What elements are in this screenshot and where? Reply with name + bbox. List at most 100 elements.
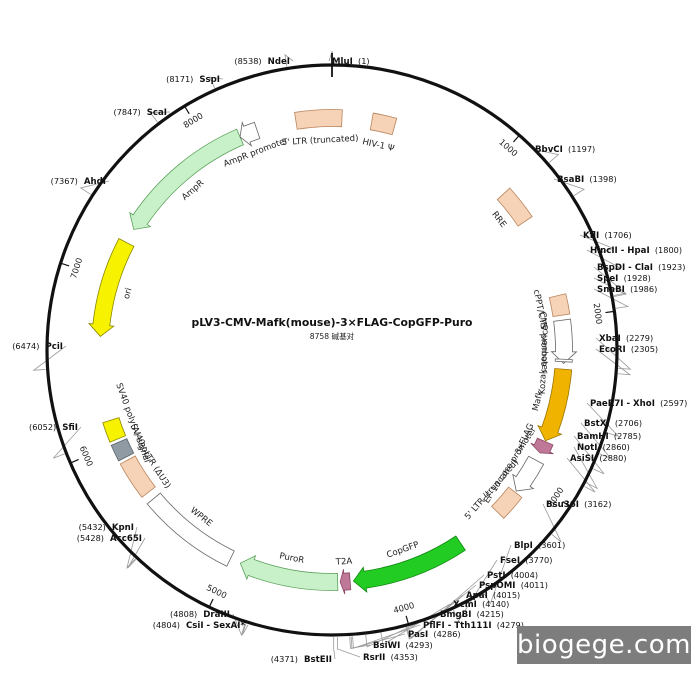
site-xbai: XbaI (2279) <box>599 333 653 344</box>
site-ndei: (8538) NdeI <box>234 56 290 67</box>
feature-cppt-cts <box>548 293 571 317</box>
site-leader <box>209 76 224 89</box>
site-position: (6474) <box>12 341 39 351</box>
site-position: (5432) <box>79 522 106 532</box>
site-name: CsiI - SexAI* <box>180 621 246 631</box>
site-position: (1197) <box>563 144 595 154</box>
site-name: BsiWI <box>373 641 400 651</box>
feature-ef-1-core-promoter <box>512 455 545 492</box>
site-position: (2305) <box>626 344 658 354</box>
site-paer7i-xhoi: PaeR7I - XhoI (2597) <box>590 398 687 409</box>
site-name: PasI <box>408 630 428 640</box>
site-name: PaeR7I - XhoI <box>590 399 655 409</box>
feature-label-rre: RRE <box>489 210 508 230</box>
site-sfii: (6052) SfiI <box>29 422 78 433</box>
site-bamhi: BamHI (2785) <box>577 431 641 442</box>
feature-hiv-1 <box>369 112 398 136</box>
features: 5' LTR (truncated)HIV-1 ΨRREcPPT/CTSCMV … <box>87 109 578 595</box>
plasmid-size: 8758 碱基对 <box>310 331 355 341</box>
feature-wpre <box>146 492 235 567</box>
site-leader <box>350 633 406 649</box>
feature-ampr-promoter <box>239 121 261 148</box>
site-position: (4140) <box>477 599 509 609</box>
site-position: (4293) <box>400 640 432 650</box>
site-position: (1398) <box>584 174 616 184</box>
site-bmgbi: BmgBI (4215) <box>440 609 504 620</box>
site-leader <box>593 266 627 296</box>
site-fsei: FseI (3770) <box>500 555 552 566</box>
site-position: (4004) <box>506 570 538 580</box>
site-name: Acc65I <box>104 534 142 544</box>
site-position: (3601) <box>533 540 565 550</box>
site-leader <box>593 277 627 297</box>
site-position: (2880) <box>594 453 626 463</box>
tick-4000 <box>405 615 409 624</box>
site-position: (8538) <box>234 56 261 66</box>
site-leader-lines <box>32 50 632 660</box>
site-name: BstXI <box>584 419 610 429</box>
site-leader <box>586 249 621 272</box>
site-position: (2706) <box>610 418 642 428</box>
site-name: PstI <box>487 571 506 581</box>
site-name: HincII - HpaI <box>590 246 650 256</box>
site-name: NotI <box>577 443 597 453</box>
site-scai: (7847) ScaI <box>114 107 168 118</box>
site-position: (5428) <box>77 533 104 543</box>
site-hincii-hpai: HincII - HpaI (1800) <box>590 245 682 256</box>
site-ahdi: (7367) AhdI <box>51 176 106 187</box>
feature-label-puror: PuroR <box>278 551 305 566</box>
site-leader <box>406 584 477 640</box>
feature-label-cmv-promoter: CMV promoter <box>537 311 549 374</box>
site-pcii: (6474) PciI <box>12 341 63 352</box>
site-leader <box>333 636 336 660</box>
site-position: (4215) <box>471 609 503 619</box>
site-xcmi: XcmI (4140) <box>453 599 509 610</box>
site-name: BamHI <box>577 432 609 442</box>
site-position: (4371) <box>271 654 298 664</box>
site-position: (3162) <box>579 499 611 509</box>
site-leader <box>580 422 612 459</box>
site-bsteii: (4371) BstEII <box>271 654 332 665</box>
tick-1000 <box>513 135 520 143</box>
site-position: (1928) <box>618 273 650 283</box>
site-psti: PstI (4004) <box>487 570 538 581</box>
site-leader <box>593 288 630 309</box>
feature-label-hiv-1: HIV-1 Ψ <box>361 137 395 154</box>
site-name: DraIII <box>197 610 230 620</box>
site-name: BmgBI <box>440 610 471 620</box>
site-pspomi: PspOMI (4011) <box>479 580 548 591</box>
feature-t2a <box>339 569 352 595</box>
site-pasi: PasI (4286) <box>408 629 461 640</box>
tick-label-1000: 1000 <box>497 137 520 159</box>
site-noti: NotI (2860) <box>577 442 630 453</box>
site-leader <box>566 457 596 493</box>
feature-puror <box>239 554 339 591</box>
feature-label-kozak-sequence: Kozak sequence <box>538 325 551 395</box>
tick-3000 <box>562 501 570 507</box>
site-position: (1986) <box>625 284 657 294</box>
site-position: (2785) <box>609 431 641 441</box>
site-position: (4804) <box>153 620 180 630</box>
tick-2000 <box>605 310 614 314</box>
site-position: (2860) <box>597 442 629 452</box>
site-name: RsrII <box>363 653 385 663</box>
site-blpi: BlpI (3601) <box>514 540 565 551</box>
site-bstxi: BstXI (2706) <box>584 418 642 429</box>
site-name: SfiI <box>56 423 78 433</box>
site-name: BsaBI <box>557 175 584 185</box>
feature-mafk <box>537 368 573 442</box>
tick-label-7000: 7000 <box>68 257 84 280</box>
site-leader <box>595 348 632 376</box>
site-leader <box>365 613 438 648</box>
tick-label-4000: 4000 <box>392 600 415 615</box>
feature-5-ltr-truncated <box>491 486 523 519</box>
site-name: AhdI <box>78 177 106 187</box>
site-leader <box>573 435 605 475</box>
site-leader <box>453 559 498 622</box>
site-bsu36i: Bsu36I (3162) <box>546 499 611 510</box>
site-name: BbvCI <box>535 145 563 155</box>
site-name: KpnI <box>106 523 134 533</box>
site-name: BstEII <box>298 655 332 665</box>
site-name: PciI <box>39 342 63 352</box>
site-name: PflFI - Tth111I <box>423 621 492 631</box>
